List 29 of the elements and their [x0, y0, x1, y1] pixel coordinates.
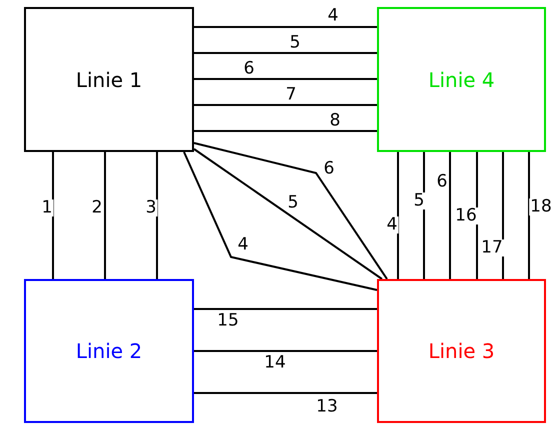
edge-label: 18 — [529, 198, 553, 216]
connector-line — [52, 152, 54, 279]
connector-line — [449, 152, 451, 279]
connector-line — [194, 392, 377, 394]
connector-line — [194, 350, 377, 352]
connector-line — [476, 152, 478, 279]
connector-line — [194, 130, 377, 132]
connector-line — [183, 152, 378, 291]
connector-line — [194, 52, 377, 54]
line-name: Linie 4 — [428, 68, 495, 92]
connector-line — [156, 152, 158, 279]
connector-line — [397, 152, 399, 279]
line-name: Linie 2 — [76, 339, 142, 363]
edge-label: 4 — [386, 216, 398, 234]
line-name: Linie 3 — [428, 339, 495, 363]
line-name: Linie 1 — [76, 68, 142, 92]
edge-label: 5 — [412, 192, 426, 210]
connector-line — [194, 78, 377, 80]
edge-label: 16 — [454, 208, 478, 224]
connector-line — [194, 104, 377, 106]
connector-line — [104, 152, 106, 279]
connector-line — [194, 308, 377, 310]
connector-line — [528, 152, 530, 279]
connector-line — [194, 26, 377, 28]
connector-line — [502, 152, 504, 279]
edge-label: 1 — [40, 200, 54, 216]
edge-label: 3 — [144, 200, 158, 216]
edge-label: 17 — [480, 240, 504, 256]
connector-line — [423, 152, 425, 279]
